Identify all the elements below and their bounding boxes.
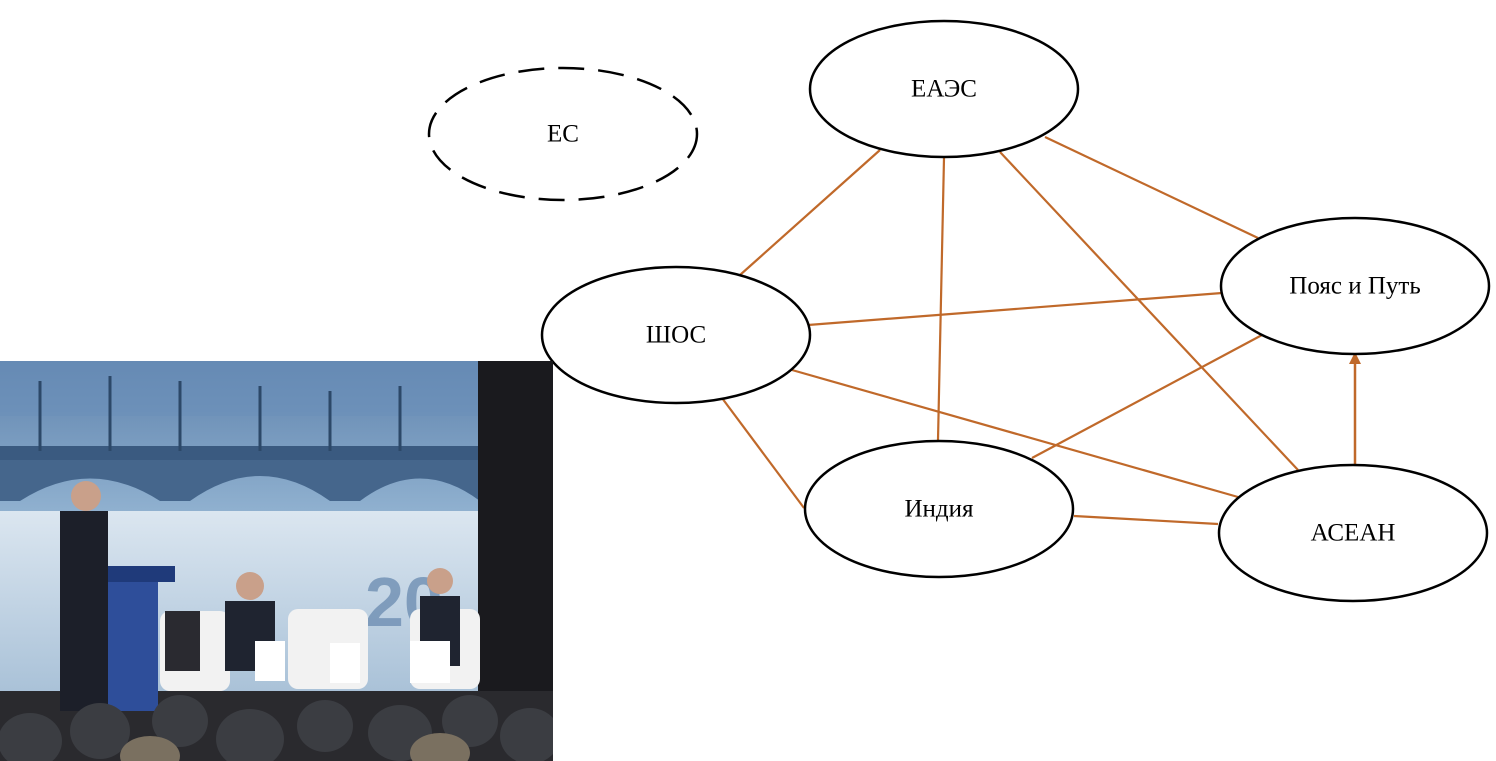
node-label-india: Индия — [904, 496, 974, 523]
edge-shos-india — [721, 397, 805, 509]
node-label-es: ЕС — [547, 121, 579, 148]
edge-shos-asean — [791, 368, 1239, 499]
edge-eaes-shos — [739, 149, 881, 276]
edge-eaes-asean — [999, 151, 1299, 471]
edge-shos-belt — [807, 291, 1223, 327]
node-label-eaes: ЕАЭС — [911, 76, 977, 103]
node-belt: Пояс и Путь — [1219, 216, 1491, 356]
node-label-asean: АСЕАН — [1311, 520, 1396, 547]
node-es: ЕС — [427, 66, 699, 202]
edge-india-asean — [1073, 514, 1219, 526]
conference-photo-image: 20 — [0, 361, 553, 761]
node-shos: ШОС — [540, 265, 812, 405]
edges — [721, 136, 1361, 526]
node-asean: АСЕАН — [1217, 463, 1489, 603]
conference-photo: 20 — [0, 361, 553, 761]
edge-india-belt — [1031, 334, 1263, 459]
edge-eaes-india — [936, 157, 946, 441]
node-label-shos: ШОС — [646, 322, 706, 349]
edge-eaes-belt — [1044, 136, 1259, 239]
node-eaes: ЕАЭС — [808, 19, 1080, 159]
node-india: Индия — [803, 439, 1075, 579]
node-label-belt: Пояс и Путь — [1289, 273, 1420, 300]
